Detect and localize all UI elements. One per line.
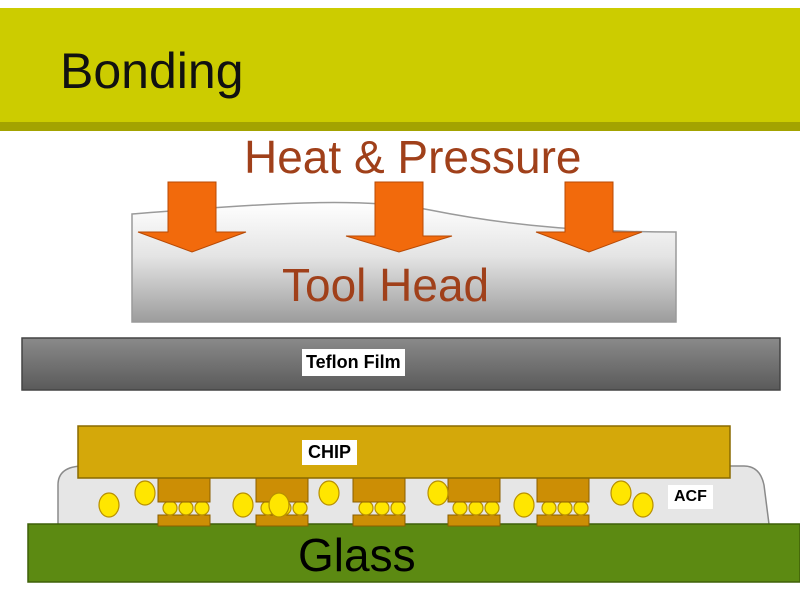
acf-label: ACF [668,485,713,509]
glass-substrate [27,523,800,583]
substrate-pads [157,514,590,527]
heat-pressure-label: Heat & Pressure [244,131,582,183]
acf-layer [57,465,771,533]
pressure-arrow [535,181,643,253]
glass-label: Glass [298,529,416,581]
tool-head-label: Tool Head [282,259,490,311]
acf-particles [98,480,654,518]
pressure-arrow [137,181,247,253]
pressure-arrow [345,181,453,253]
teflon-film-label: Teflon Film [302,349,405,376]
title-bar: Bonding [0,8,800,131]
chip [77,425,731,479]
slide-title: Bonding [60,43,244,99]
chip-label: CHIP [302,440,358,465]
